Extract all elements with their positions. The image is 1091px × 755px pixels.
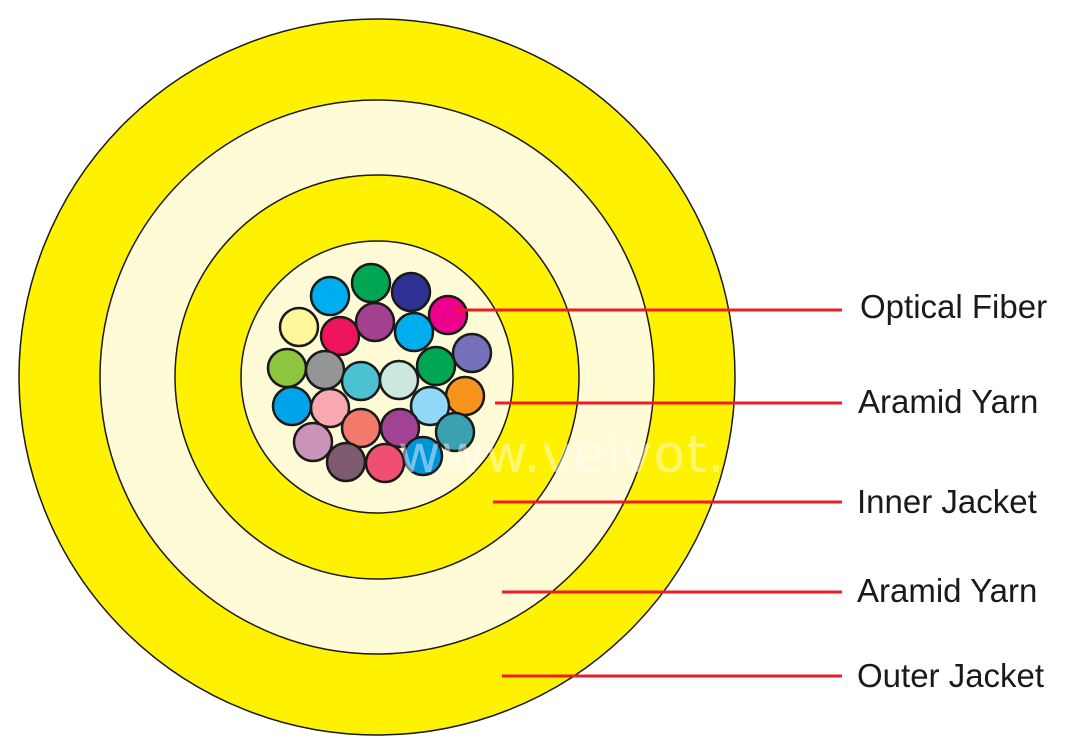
optical-fiber-strand bbox=[415, 345, 457, 387]
optical-fiber-bundle bbox=[266, 262, 493, 484]
optical-fiber-strand bbox=[451, 332, 493, 374]
optical-fiber-strand bbox=[325, 441, 367, 483]
optical-fiber-strand bbox=[393, 311, 435, 353]
watermark-text: www.veivot.com bbox=[398, 425, 839, 485]
optical-fiber-strand bbox=[271, 385, 313, 427]
optical-fiber-strand bbox=[309, 387, 351, 429]
optical-fiber-strand bbox=[434, 411, 476, 453]
label-outer-jacket: Outer Jacket bbox=[857, 657, 1044, 694]
optical-fiber-strand bbox=[319, 315, 361, 357]
optical-fiber-strand bbox=[444, 375, 486, 417]
label-aramid-yarn-outer: Aramid Yarn bbox=[857, 572, 1037, 609]
label-inner-jacket: Inner Jacket bbox=[857, 483, 1037, 520]
optical-fiber-strand bbox=[379, 407, 421, 449]
optical-fiber-strand bbox=[340, 360, 382, 402]
optical-fiber-strand bbox=[278, 306, 320, 348]
label-aramid-yarn-inner: Aramid Yarn bbox=[858, 383, 1038, 420]
optical-fiber-strand bbox=[427, 294, 469, 336]
optical-fiber-strand bbox=[309, 275, 351, 317]
optical-fiber-strand bbox=[378, 359, 420, 401]
label-optical-fiber: Optical Fiber bbox=[860, 288, 1047, 325]
optical-fiber-strand bbox=[402, 435, 444, 477]
optical-fiber-strand bbox=[390, 271, 432, 313]
optical-fiber-strand bbox=[304, 349, 346, 391]
optical-fiber-strand bbox=[409, 385, 451, 427]
optical-fiber-strand bbox=[354, 301, 396, 343]
optical-fiber-strand bbox=[292, 421, 334, 463]
optical-fiber-strand bbox=[266, 347, 308, 389]
optical-fiber-strand bbox=[340, 407, 382, 449]
optical-fiber-strand bbox=[350, 262, 392, 304]
